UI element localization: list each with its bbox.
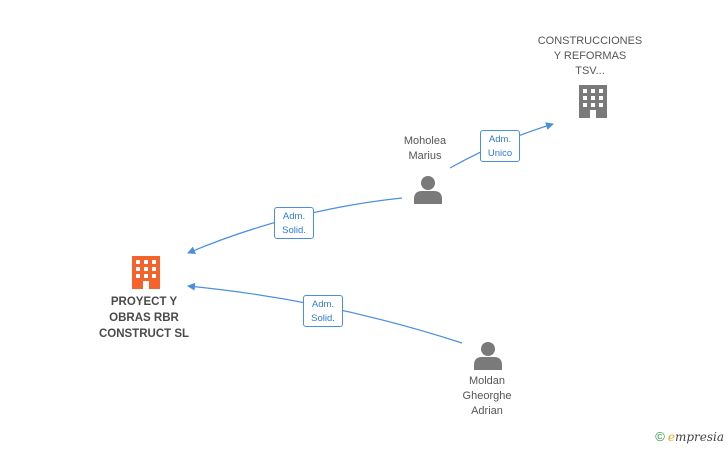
edge-label-line1: Adm. — [311, 299, 335, 310]
logo-text: mpresia — [674, 429, 724, 444]
edge-label-line2: Unico — [487, 148, 513, 159]
logo-e: e — [667, 429, 675, 444]
edge-label-line1: Adm. — [488, 134, 512, 145]
edge-label-line2: Solid. — [311, 313, 335, 324]
edge-label-adm-solid-moldan: Adm. Solid. — [303, 295, 343, 327]
company-main-label[interactable]: PROYECT Y OBRAS RBR CONSTRUCT SL — [98, 296, 190, 340]
building-icon[interactable] — [579, 85, 607, 118]
building-icon[interactable] — [132, 256, 160, 289]
edge-label-line1: Adm. — [282, 211, 306, 222]
person-moholea-label[interactable]: Moholea Marius — [403, 135, 447, 162]
empresia-watermark: © empresia — [655, 429, 724, 444]
empresia-logo: empresia — [668, 430, 724, 444]
person-icon[interactable] — [474, 342, 502, 370]
edge-label-adm-solid-moholea: Adm. Solid. — [274, 207, 314, 239]
person-icon[interactable] — [414, 176, 442, 204]
edge-label-adm-unico: Adm. Unico — [480, 130, 520, 162]
edge-label-line2: Solid. — [282, 225, 306, 236]
copyright-icon: © — [655, 429, 665, 444]
person-moldan-label[interactable]: Moldan Gheorghe Adrian — [462, 375, 512, 417]
company-tsv-label[interactable]: CONSTRUCCIONES Y REFORMAS TSV... — [537, 35, 643, 77]
